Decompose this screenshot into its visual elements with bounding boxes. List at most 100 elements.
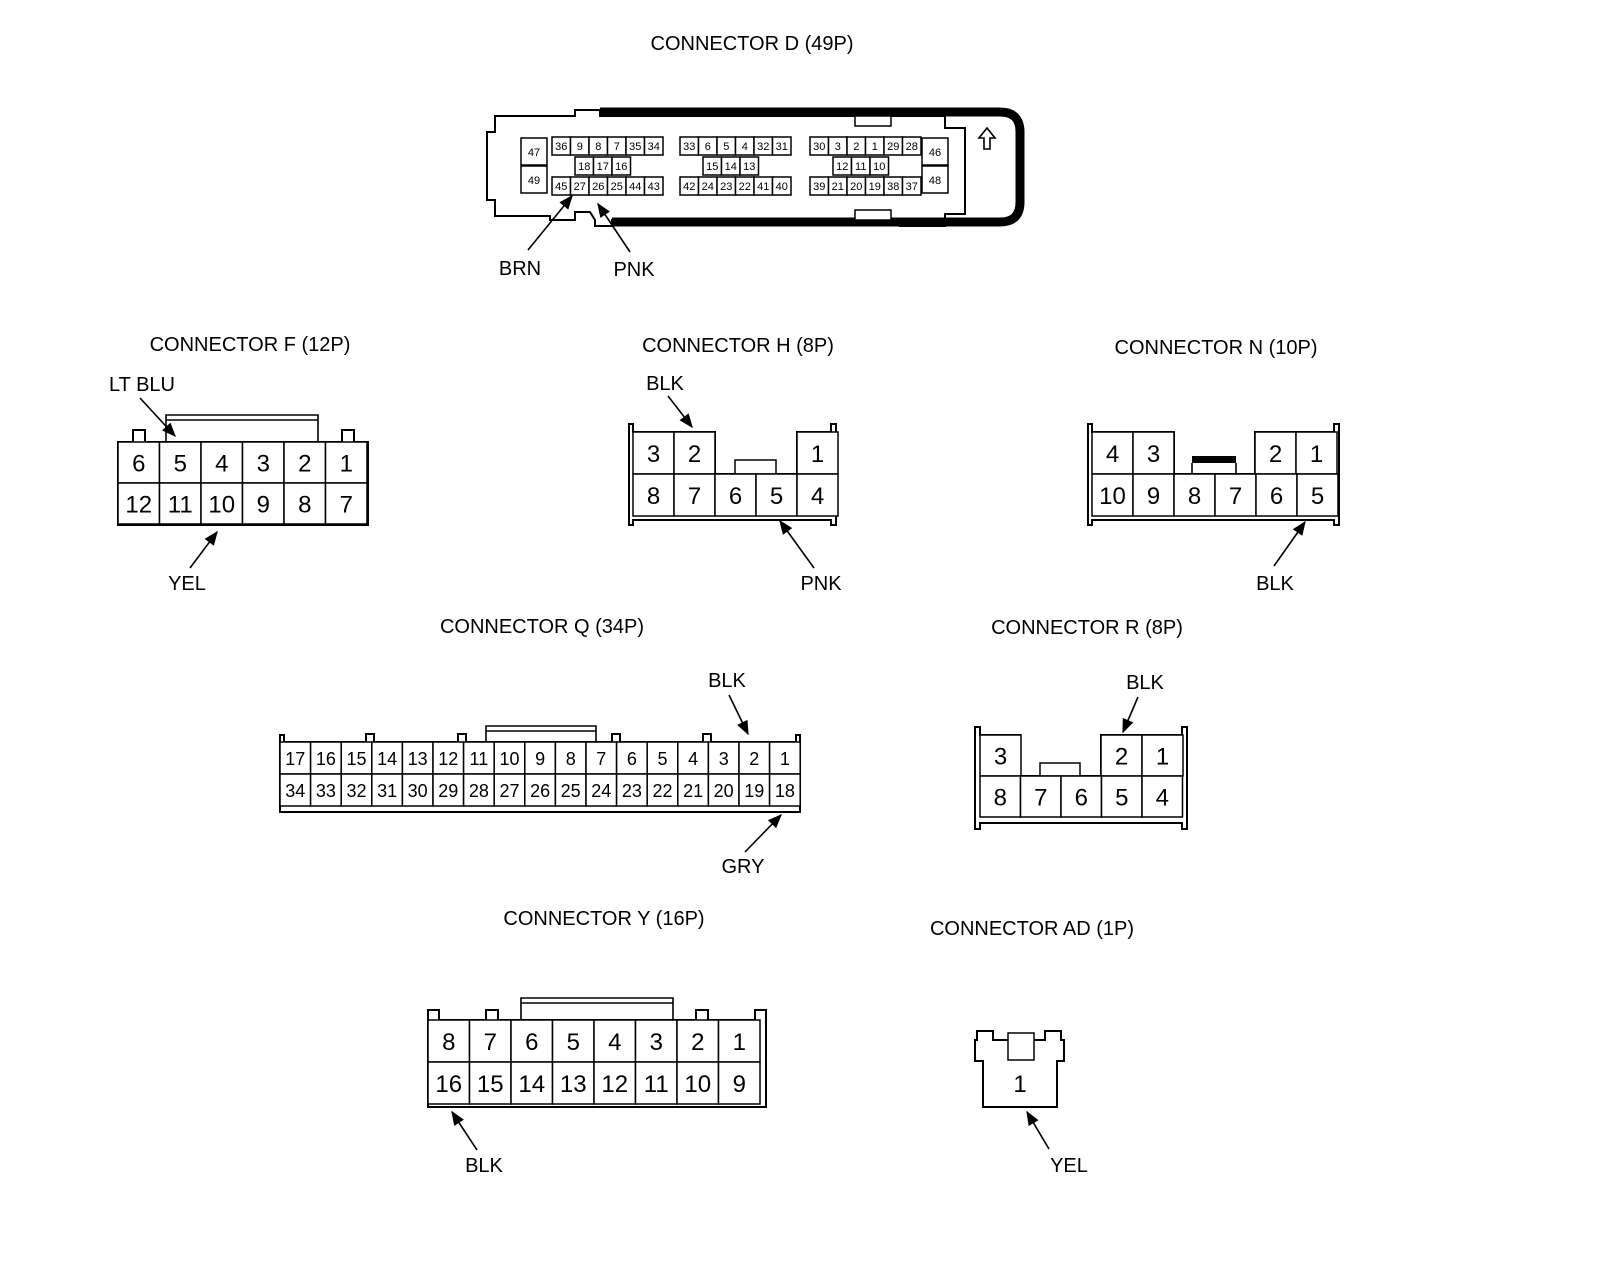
connector-h-pin-cell	[796, 431, 839, 475]
connector-f-pin-label: 9	[257, 492, 270, 519]
connector-q-pin-label: 32	[346, 781, 366, 801]
connector-h-pin-cell	[673, 431, 716, 475]
connector-q-pin-label: 23	[622, 781, 642, 801]
connector-d-pin-label: 21	[832, 181, 844, 193]
connector-h-blk-leader	[667, 395, 693, 429]
connector-d-pin-label: 20	[850, 181, 862, 193]
connector-r-pin-label: 2	[1115, 744, 1128, 771]
connector-f-wire-yel: YEL	[168, 573, 206, 595]
connector-q-pin-label: 18	[775, 781, 795, 801]
connector-d-pin-cell	[643, 176, 664, 196]
connector-f-pin-cell	[200, 482, 244, 525]
connector-y-pin-cell	[634, 1019, 678, 1063]
connector-h-title: CONNECTOR H (8P)	[642, 335, 834, 357]
connector-y-pin-label: 12	[601, 1071, 628, 1098]
connector-q-pin-cell	[462, 741, 495, 775]
connector-y-pin-cell	[593, 1061, 637, 1105]
connector-d-pin-label: 2	[853, 141, 859, 153]
connector-d-pin-label: 49	[528, 175, 540, 187]
connector-d-pin-cell	[611, 156, 632, 176]
connector-d-pin-label: 32	[757, 141, 769, 153]
connector-d-pin-cell	[901, 136, 922, 156]
connector-q-pin-label: 22	[652, 781, 672, 801]
connector-f-pin-label: 8	[298, 492, 311, 519]
connector-n-pin-cell	[1255, 473, 1298, 517]
connector-q-pin-cell	[524, 773, 557, 807]
connector-f-pin-label: 3	[257, 451, 270, 478]
connector-y-pin-label: 2	[691, 1029, 704, 1056]
connector-q-pin-label: 31	[377, 781, 397, 801]
connector-d-pin-label: 16	[615, 161, 627, 173]
connector-d-pin-label: 10	[873, 161, 885, 173]
connector-n-pin-label: 7	[1229, 483, 1242, 510]
connector-d-wire-brn: BRN	[499, 258, 541, 280]
connector-y-pin-label: 1	[733, 1029, 746, 1056]
connector-q-pin-label: 17	[285, 749, 305, 769]
connector-q-pin-label: 4	[688, 749, 698, 769]
connector-q-pin-cell	[768, 773, 801, 807]
connector-y-pin-label: 11	[644, 1071, 669, 1098]
connector-q-blk-leader	[728, 694, 749, 736]
connector-d-pin-label: 42	[683, 181, 695, 193]
connector-h-pin-label: 2	[688, 441, 701, 468]
connector-f-pin-cell	[241, 441, 285, 484]
connector-d-pin-label: 27	[574, 181, 586, 193]
connector-f-pin-cell	[158, 441, 202, 484]
connector-r-title: CONNECTOR R (8P)	[991, 617, 1183, 639]
connector-y-blk-leader	[451, 1110, 478, 1151]
connector-n-title: CONNECTOR N (10P)	[1115, 337, 1318, 359]
connector-d-pin-label: 33	[683, 141, 695, 153]
connector-h-key	[734, 459, 777, 475]
connector-d-pin-label: 22	[739, 181, 751, 193]
connector-d-pin-cell	[739, 156, 760, 176]
connector-d-pin-label: 6	[705, 141, 711, 153]
connector-d-pin-label: 9	[577, 141, 583, 153]
connector-d-pin-label: 46	[929, 147, 941, 159]
connector-d-pin-cell	[771, 136, 792, 156]
connector-d-pin-label: 12	[836, 161, 848, 173]
connector-q-pin-cell	[401, 773, 434, 807]
connector-y-title: CONNECTOR Y (16P)	[503, 908, 704, 930]
connector-f-pin-label: 1	[340, 451, 353, 478]
connector-q-pin-cell	[768, 741, 801, 775]
connector-q-pin-cell	[309, 773, 342, 807]
connector-y-latch	[520, 997, 674, 1020]
connector-d-pin-cell	[771, 176, 792, 196]
connector-r-pin-cell	[1141, 775, 1184, 818]
connector-n-pin-label: 10	[1099, 483, 1126, 510]
connector-q-pin-cell	[738, 773, 771, 807]
connector-q-pin-label: 1	[780, 749, 790, 769]
connector-q-pin-cell	[585, 741, 618, 775]
connector-d-wire-pnk: PNK	[613, 259, 655, 281]
connector-h-pin-label: 3	[647, 441, 660, 468]
connector-n-wire-blk: BLK	[1256, 573, 1294, 595]
connector-q-pin-cell	[371, 773, 404, 807]
connector-d-pin-cell	[520, 137, 548, 166]
connector-h-pin-cell	[796, 473, 839, 517]
connector-d-pin-label: 24	[702, 181, 714, 193]
connector-h-pnk-leader	[779, 519, 815, 569]
connector-r-pin-label: 5	[1115, 785, 1128, 812]
connector-f-pin-cell	[117, 482, 161, 525]
connector-ad: CONNECTOR AD (1P) 1 YEL	[930, 918, 1134, 1177]
connector-h-pin-label: 5	[770, 483, 783, 510]
connector-q-pin-label: 34	[285, 781, 305, 801]
connector-d-pin-cell	[869, 156, 890, 176]
connector-q-pin-cell	[493, 741, 526, 775]
connector-ad-key	[1007, 1032, 1035, 1061]
connector-q-pin-cell	[462, 773, 495, 807]
connector-y-pin-label: 13	[560, 1071, 587, 1098]
connector-ad-housing	[974, 1030, 1065, 1108]
connector-f-lt-blu-leader	[139, 397, 176, 438]
connector-r-pin-label: 3	[994, 744, 1007, 771]
connector-q-pin-label: 27	[499, 781, 519, 801]
connector-q-wire-gry: GRY	[722, 856, 765, 878]
connector-y-pin-label: 3	[650, 1029, 663, 1056]
connector-d-notch	[854, 115, 892, 127]
